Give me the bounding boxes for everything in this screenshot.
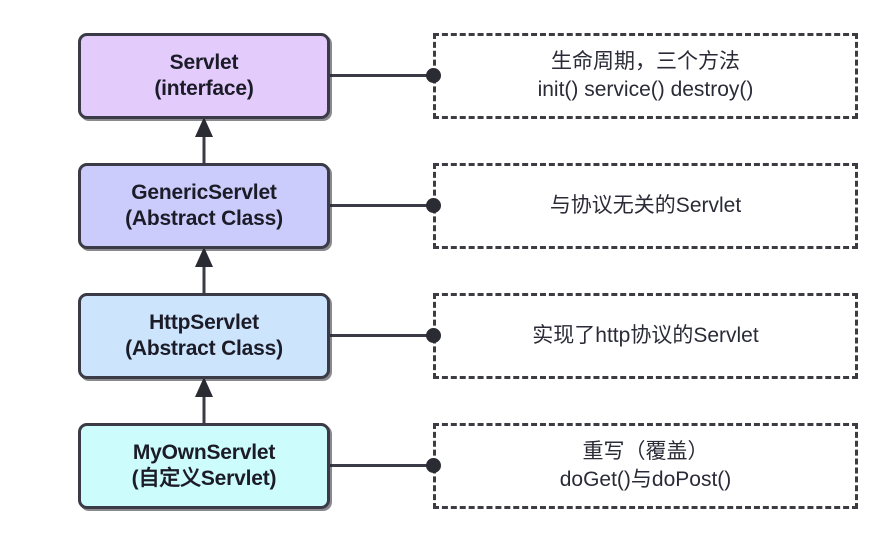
node-generic-servlet-subtitle: (Abstract Class): [125, 207, 283, 230]
node-my-own-servlet-subtitle: (自定义Servlet): [131, 467, 277, 490]
link-http-note-dot: [426, 328, 441, 343]
note-servlet-line1: 生命周期，三个方法: [551, 49, 740, 73]
note-my-own-servlet: 重写（覆盖） doGet()与doPost(): [433, 423, 858, 509]
note-servlet-line2: init() service() destroy(): [537, 78, 754, 101]
note-servlet: 生命周期，三个方法 init() service() destroy(): [433, 33, 858, 119]
node-generic-servlet-title: GenericServlet: [131, 181, 277, 205]
note-http-servlet-line1: 实现了http协议的Servlet: [532, 323, 759, 347]
note-my-own-servlet-line2: doGet()与doPost(): [559, 468, 732, 491]
arrow-generic-to-servlet: [191, 115, 217, 167]
link-generic-note: [330, 204, 438, 207]
node-servlet-title: Servlet: [169, 51, 239, 75]
node-my-own-servlet[interactable]: MyOwnServlet (自定义Servlet): [78, 423, 330, 509]
note-my-own-servlet-line1: 重写（覆盖）: [582, 439, 709, 463]
link-http-note: [330, 334, 438, 337]
node-servlet-subtitle: (interface): [154, 77, 254, 100]
node-http-servlet[interactable]: HttpServlet (Abstract Class): [78, 293, 330, 379]
node-generic-servlet[interactable]: GenericServlet (Abstract Class): [78, 163, 330, 249]
link-myown-note: [330, 464, 438, 467]
link-myown-note-dot: [426, 458, 441, 473]
node-servlet[interactable]: Servlet (interface): [78, 33, 330, 119]
note-generic-servlet-line1: 与协议无关的Servlet: [549, 193, 742, 217]
arrow-http-to-generic: [191, 245, 217, 297]
arrow-myown-to-http: [191, 375, 217, 427]
link-generic-note-dot: [426, 198, 441, 213]
link-servlet-note-dot: [426, 68, 441, 83]
note-generic-servlet: 与协议无关的Servlet: [433, 163, 858, 249]
node-my-own-servlet-title: MyOwnServlet: [132, 441, 276, 465]
node-http-servlet-subtitle: (Abstract Class): [125, 337, 283, 360]
note-http-servlet: 实现了http协议的Servlet: [433, 293, 858, 379]
node-http-servlet-title: HttpServlet: [149, 311, 259, 335]
link-servlet-note: [330, 74, 438, 77]
